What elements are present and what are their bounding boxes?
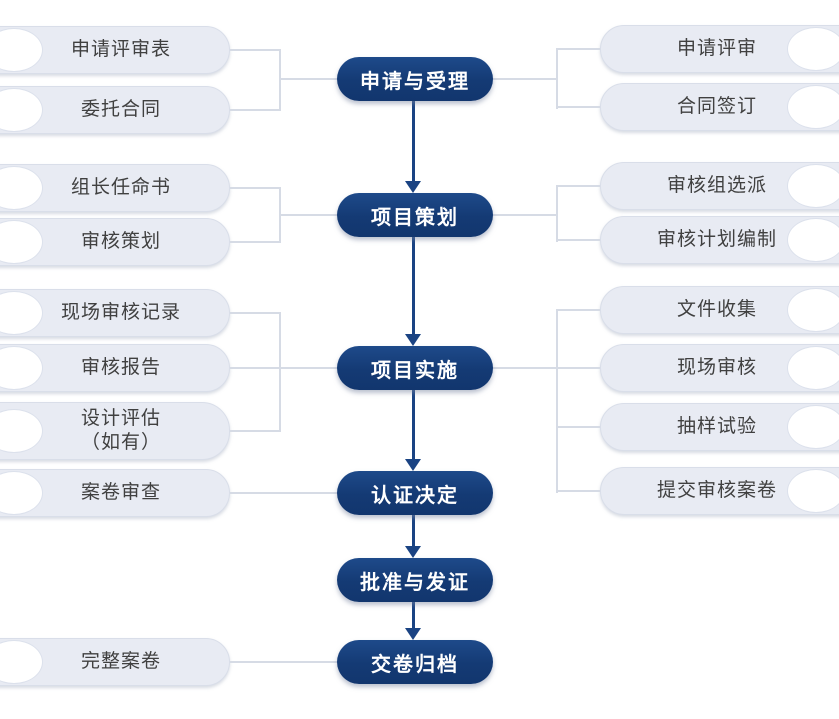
left-pill-label: 案卷审查	[80, 482, 161, 503]
left-pill: 审核策划	[0, 218, 230, 266]
flow-line	[412, 390, 415, 459]
right-pill-label: 提交审核案卷	[656, 480, 777, 501]
flow-line	[412, 602, 415, 628]
pill-notch	[787, 469, 839, 513]
connector-line	[230, 49, 280, 51]
connector-line	[230, 312, 280, 314]
down-arrow-icon	[405, 459, 421, 471]
connector-line	[280, 214, 337, 216]
connector-line	[556, 48, 558, 109]
connector-line	[493, 367, 600, 369]
pill-notch	[787, 405, 839, 449]
process-node: 项目实施	[337, 346, 493, 390]
process-node: 批准与发证	[337, 558, 493, 602]
down-arrow-icon	[405, 334, 421, 346]
left-pill: 审核报告	[0, 344, 230, 392]
left-pill: 完整案卷	[0, 638, 230, 686]
process-node-label: 交卷归档	[371, 653, 459, 676]
process-node: 申请与受理	[337, 57, 493, 101]
left-pill-label: 现场审核记录	[60, 302, 181, 323]
right-pill: 提交审核案卷	[600, 467, 839, 515]
pill-notch	[0, 166, 43, 210]
right-pill-label: 审核组选派	[666, 175, 767, 196]
connector-line	[280, 78, 337, 80]
process-node: 项目策划	[337, 193, 493, 237]
connector-line	[230, 430, 280, 432]
left-pill: 组长任命书	[0, 164, 230, 212]
left-pill-label: 设计评估 （如有）	[80, 408, 161, 453]
left-pill: 申请评审表	[0, 26, 230, 74]
down-arrow-icon	[405, 628, 421, 640]
pill-notch	[0, 220, 43, 264]
process-node-label: 申请与受理	[360, 70, 470, 93]
process-node-label: 项目策划	[371, 206, 459, 229]
connector-line	[557, 490, 600, 492]
right-pill: 审核组选派	[600, 162, 839, 210]
left-pill-label: 完整案卷	[80, 651, 161, 672]
process-node: 认证决定	[337, 471, 493, 515]
right-pill-label: 文件收集	[676, 299, 757, 320]
pill-notch	[0, 88, 43, 132]
right-pill: 合同签订	[600, 83, 839, 131]
right-pill-label: 合同签订	[676, 96, 757, 117]
connector-line	[557, 48, 600, 50]
pill-notch	[0, 291, 43, 335]
connector-line	[230, 367, 337, 369]
connector-line	[230, 109, 280, 111]
pill-notch	[787, 27, 839, 71]
left-pill: 委托合同	[0, 86, 230, 134]
left-pill-label: 委托合同	[80, 99, 161, 120]
pill-notch	[787, 218, 839, 262]
connector-line	[493, 214, 557, 216]
connector-line	[230, 492, 337, 494]
left-pill: 案卷审查	[0, 469, 230, 517]
process-node-label: 认证决定	[371, 484, 459, 507]
right-pill: 审核计划编制	[600, 216, 839, 264]
connector-line	[557, 426, 600, 428]
right-pill: 申请评审	[600, 25, 839, 73]
connector-line	[493, 78, 557, 80]
connector-line	[557, 239, 600, 241]
connector-line	[556, 185, 558, 242]
left-pill: 设计评估 （如有）	[0, 402, 230, 460]
down-arrow-icon	[405, 181, 421, 193]
right-pill: 现场审核	[600, 344, 839, 392]
connector-line	[279, 312, 281, 432]
down-arrow-icon	[405, 546, 421, 558]
right-pill: 文件收集	[600, 286, 839, 334]
left-pill-label: 审核策划	[80, 231, 161, 252]
flow-line	[412, 101, 415, 181]
connector-line	[557, 185, 600, 187]
pill-notch	[0, 471, 43, 515]
left-pill-label: 审核报告	[80, 357, 161, 378]
pill-notch	[787, 85, 839, 129]
connector-line	[557, 309, 600, 311]
connector-line	[556, 309, 558, 493]
connector-line	[230, 661, 337, 663]
connector-line	[279, 49, 281, 111]
right-pill-label: 审核计划编制	[656, 229, 777, 250]
right-pill-label: 抽样试验	[676, 416, 757, 437]
connector-line	[230, 187, 280, 189]
flow-line	[412, 515, 415, 546]
right-pill-label: 现场审核	[676, 357, 757, 378]
pill-notch	[787, 288, 839, 332]
pill-notch	[787, 164, 839, 208]
pill-notch	[787, 346, 839, 390]
pill-notch	[0, 409, 43, 453]
connector-line	[557, 106, 600, 108]
right-pill: 抽样试验	[600, 403, 839, 451]
left-pill-label: 组长任命书	[70, 177, 171, 198]
process-node-label: 批准与发证	[360, 571, 470, 594]
right-pill-label: 申请评审	[676, 38, 757, 59]
flow-line	[412, 237, 415, 334]
pill-notch	[0, 28, 43, 72]
left-pill: 现场审核记录	[0, 289, 230, 337]
process-node: 交卷归档	[337, 640, 493, 684]
process-node-label: 项目实施	[371, 359, 459, 382]
pill-notch	[0, 346, 43, 390]
connector-line	[230, 241, 280, 243]
left-pill-label: 申请评审表	[70, 39, 171, 60]
pill-notch	[0, 640, 43, 684]
